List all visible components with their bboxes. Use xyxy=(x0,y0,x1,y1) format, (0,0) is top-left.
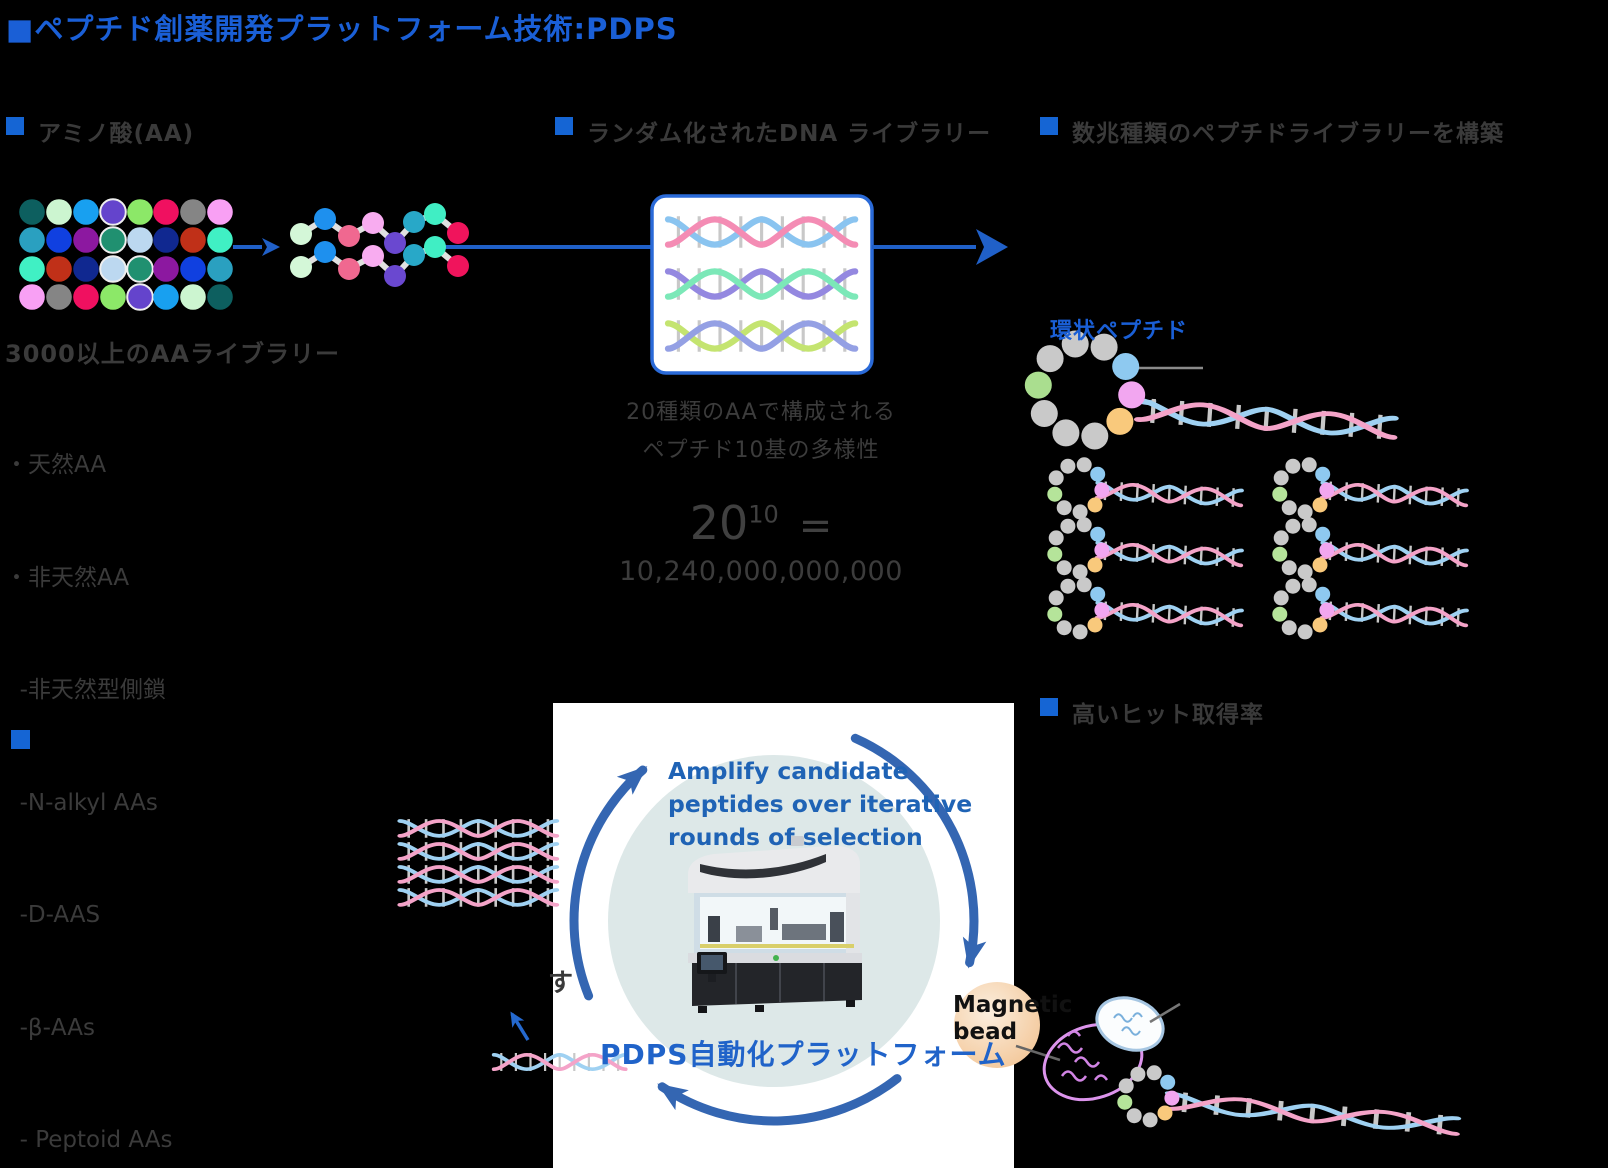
section-label: 数兆種類のペプチドライブラリーを構築 xyxy=(1072,121,1504,147)
aa-library-heading: 3000以上のAAライブラリー xyxy=(5,340,340,368)
partial-caption-text: す xyxy=(548,968,574,997)
diversity-result: 10,240,000,000,000 xyxy=(619,556,903,587)
list-item: -D-AAS xyxy=(5,902,101,928)
list-item: ・天然AA xyxy=(5,452,107,478)
recovered-dna xyxy=(494,1011,625,1071)
formula-exponent: 10 xyxy=(748,500,779,529)
diversity-block: 20種類のAAで構成される ペプチド10基の多様性 2010 = 10,240,0… xyxy=(610,394,912,587)
blue-square-bullet-icon xyxy=(11,730,30,749)
section-label: 高いヒット取得率 xyxy=(1072,702,1264,728)
list-item: -非天然型側鎖 xyxy=(5,677,166,703)
dna-library-box xyxy=(650,194,874,375)
list-item: - Peptoid AAs xyxy=(5,1127,173,1153)
amplify-line: rounds of selection xyxy=(668,822,923,851)
dna-pool-stack xyxy=(400,819,557,907)
diversity-caption-line2: ペプチド10基の多様性 xyxy=(642,438,880,463)
target-cell xyxy=(1042,996,1456,1136)
diversity-formula: 2010 = xyxy=(610,496,912,550)
platform-label: PDPS自動化プラットフォーム xyxy=(600,1038,1007,1071)
amino-acid-grid xyxy=(19,198,233,311)
arrow-grid-to-chain xyxy=(233,238,280,256)
blue-square-bullet-icon xyxy=(1040,117,1058,135)
magnetic-bead-label: Magnetic bead xyxy=(953,992,1073,1046)
page-title: ■ペプチド創薬開発プラットフォーム技術:PDPS xyxy=(6,12,678,46)
blue-square-bullet-icon xyxy=(555,117,573,135)
cyclic-peptide-set xyxy=(1047,457,1466,640)
cyclic-peptide-large xyxy=(1024,330,1395,450)
magnetic-bead xyxy=(954,982,1061,1068)
arrow-box-to-library xyxy=(872,229,1008,265)
section-header-dna-library: ランダム化されたDNA ライブラリー xyxy=(555,114,991,148)
cycle-arrows xyxy=(569,733,987,1126)
blue-square-bullet-icon xyxy=(6,117,24,135)
diversity-caption-line1: 20種類のAAで構成される xyxy=(626,400,896,425)
section-header-amino-acid: アミノ酸(AA) xyxy=(6,114,194,148)
section-label: ランダム化されたDNA ライブラリー xyxy=(587,121,992,147)
list-item: ・非天然AA xyxy=(5,564,130,591)
section-label: アミノ酸(AA) xyxy=(38,121,195,147)
peptide-chain xyxy=(290,203,469,287)
aa-library-list: ・天然AA ・非天然AA -非天然型側鎖 -N-alkyl AAs -D-AAS… xyxy=(5,372,173,1168)
section-header-peptide-library: 数兆種類のペプチドライブラリーを構築 xyxy=(1040,114,1504,148)
section-header-hit-rate: 高いヒット取得率 xyxy=(1040,695,1264,729)
amplify-line: peptides over iterative xyxy=(668,789,973,818)
lab-instrument-illustration xyxy=(688,836,862,1013)
formula-equals: = xyxy=(798,503,833,549)
cyclic-peptide-label: 環状ペプチド xyxy=(1050,319,1189,344)
amplify-caption: Amplify candidate peptides over iterativ… xyxy=(668,755,972,854)
formula-base: 20 xyxy=(689,496,749,550)
list-item: -β-AAs xyxy=(5,1014,95,1041)
amplify-line: Amplify candidate xyxy=(668,757,909,785)
blue-square-bullet-icon xyxy=(1040,698,1058,716)
list-item: -N-alkyl AAs xyxy=(5,789,158,816)
